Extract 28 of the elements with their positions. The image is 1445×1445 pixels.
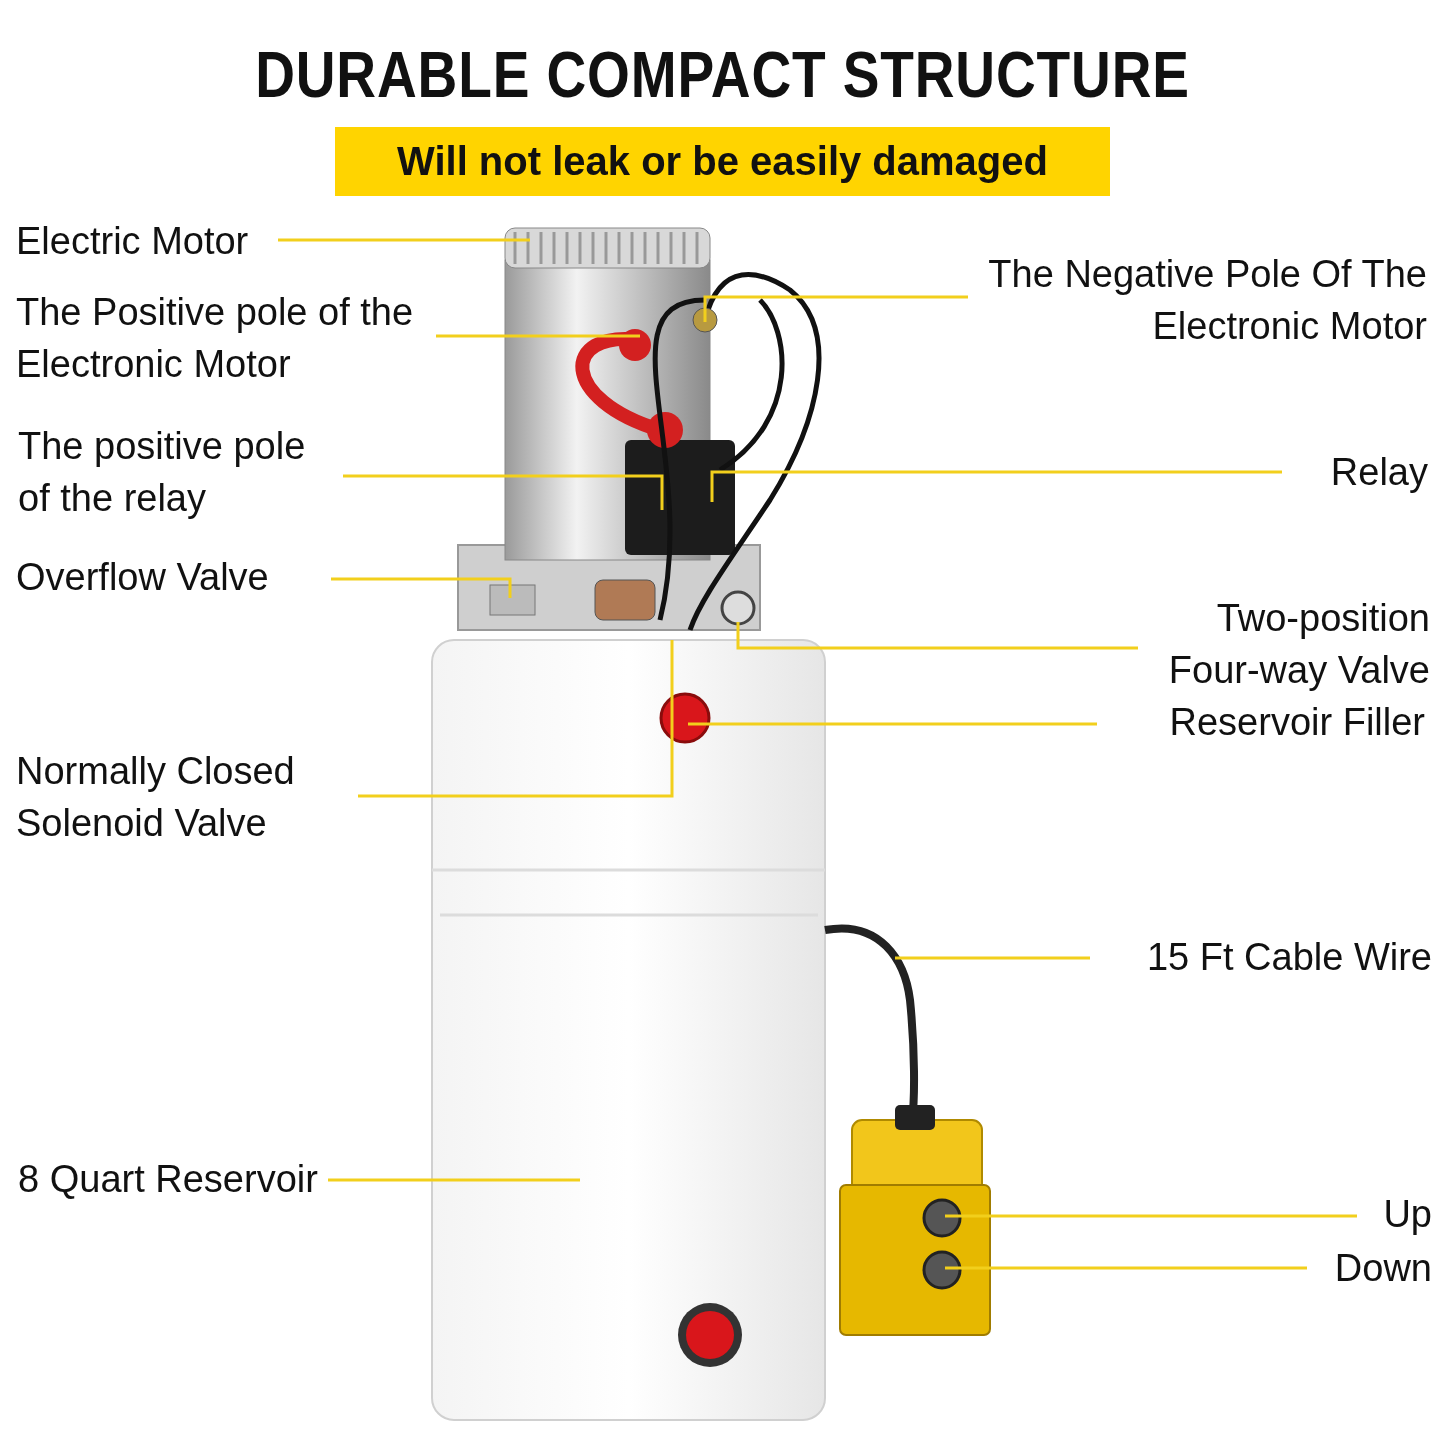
leader-line: [703, 295, 968, 322]
part-label: 8 Quart Reservoir: [18, 1153, 328, 1205]
leader-line: [688, 722, 1097, 726]
part-label: The positive pole of the relay: [18, 420, 343, 524]
part-label: The Positive pole of the Electronic Motor: [16, 286, 436, 390]
leader-line: [736, 622, 1138, 650]
leader-line: [710, 470, 1282, 502]
part-label: Down: [1307, 1242, 1432, 1294]
part-label: Normally Closed Solenoid Valve: [16, 745, 358, 849]
title: DURABLE COMPACT STRUCTURE: [254, 38, 1191, 112]
part-label: Electric Motor: [16, 215, 278, 267]
leader-line: [945, 1266, 1307, 1270]
part-label: Reservoir Filler: [1097, 696, 1425, 748]
leader-line: [945, 1214, 1357, 1218]
part-label: Overflow Valve: [16, 551, 331, 603]
leader-line: [278, 238, 530, 242]
part-label: Up: [1357, 1188, 1432, 1240]
subtitle-banner: Will not leak or be easily damaged: [335, 127, 1110, 196]
part-label: 15 Ft Cable Wire: [1090, 931, 1432, 983]
part-label: Two-position Four-way Valve: [1138, 592, 1430, 696]
leader-line: [895, 956, 1090, 960]
leader-line: [331, 577, 512, 598]
leader-line: [328, 1178, 580, 1182]
leader-line: [436, 334, 640, 338]
part-label: The Negative Pole Of The Electronic Motor: [968, 248, 1427, 352]
leader-line: [358, 640, 674, 798]
part-label: Relay: [1282, 446, 1428, 498]
leader-line: [343, 474, 664, 510]
